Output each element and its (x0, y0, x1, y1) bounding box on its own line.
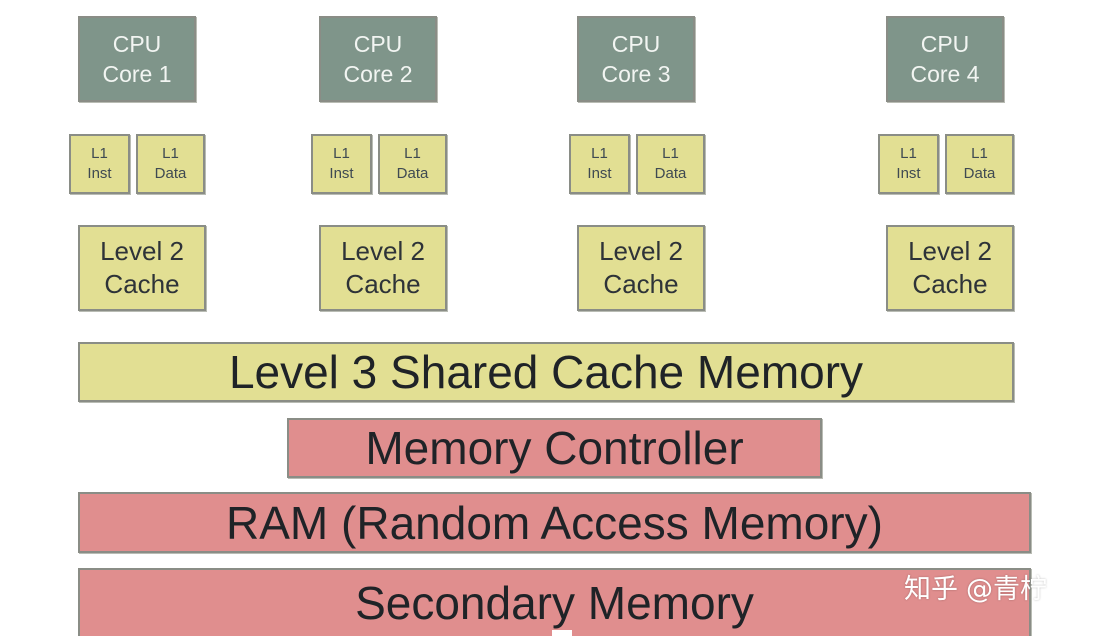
l1-data-cache-1-type: Data (154, 165, 187, 182)
l1-data-cache-2-type: Data (396, 165, 429, 182)
l2-cache-2-level: Level 2 (341, 236, 425, 266)
l1-inst-cache-1-level: L1 (91, 145, 108, 162)
l2-cache-2-label: Cache (345, 269, 421, 299)
watermark: 知乎 @青柠 (904, 566, 1047, 606)
l2-cache-4-label: Cache (912, 269, 988, 299)
cpu-core-4-label: CPU (920, 31, 970, 57)
l2-cache-1: Level 2 Cache (78, 225, 206, 311)
cpu-core-4: CPU Core 4 (886, 16, 1004, 102)
cpu-core-2-label: CPU (353, 31, 403, 57)
cpu-core-4-number: Core 4 (910, 61, 980, 87)
l3-shared-cache: Level 3 Shared Cache Memory (78, 342, 1014, 402)
watermark-platform: 知乎 (904, 573, 958, 605)
l1-inst-cache-4-type: Inst (896, 165, 921, 182)
cpu-core-3-number: Core 3 (601, 61, 671, 87)
secondary-memory-label: Secondary Memory (355, 577, 754, 629)
l1-data-cache-2: L1 Data (378, 134, 447, 194)
l3-shared-cache-label: Level 3 Shared Cache Memory (228, 346, 864, 398)
l2-cache-1-label: Cache (104, 269, 180, 299)
ram-label: RAM (Random Access Memory) (226, 496, 883, 549)
l1-inst-cache-2: L1 Inst (311, 134, 372, 194)
l1-data-cache-4-type: Data (963, 165, 996, 182)
cpu-core-2-number: Core 2 (343, 61, 413, 87)
l1-data-cache-2-level: L1 (404, 145, 421, 162)
ram: RAM (Random Access Memory) (78, 492, 1031, 553)
l2-cache-3: Level 2 Cache (577, 225, 705, 311)
cpu-core-3: CPU Core 3 (577, 16, 695, 102)
l1-inst-cache-2-level: L1 (333, 145, 350, 162)
cpu-core-1: CPU Core 1 (78, 16, 196, 102)
l1-data-cache-4-level: L1 (971, 145, 988, 162)
l1-data-cache-3-type: Data (654, 165, 687, 182)
cpu-core-1-number: Core 1 (102, 61, 172, 87)
l1-inst-cache-1-type: Inst (87, 165, 112, 182)
watermark-author: @青柠 (966, 573, 1047, 605)
l2-cache-1-level: Level 2 (100, 236, 184, 266)
l1-data-cache-1: L1 Data (136, 134, 205, 194)
l2-cache-3-level: Level 2 (599, 236, 683, 266)
l1-data-cache-3-level: L1 (662, 145, 679, 162)
l1-inst-cache-3: L1 Inst (569, 134, 630, 194)
l2-cache-3-label: Cache (603, 269, 679, 299)
l1-inst-cache-4-level: L1 (900, 145, 917, 162)
cpu-core-3-label: CPU (611, 31, 661, 57)
cpu-core-1-label: CPU (112, 31, 162, 57)
memory-controller: Memory Controller (287, 418, 822, 478)
l1-inst-cache-1: L1 Inst (69, 134, 130, 194)
l1-inst-cache-3-type: Inst (587, 165, 612, 182)
l1-inst-cache-2-type: Inst (329, 165, 354, 182)
bottom-notch (552, 630, 572, 636)
l2-cache-4-level: Level 2 (908, 236, 992, 266)
l2-cache-4: Level 2 Cache (886, 225, 1014, 311)
l1-inst-cache-4: L1 Inst (878, 134, 939, 194)
memory-controller-label: Memory Controller (365, 422, 744, 474)
secondary-memory: Secondary Memory (78, 568, 1031, 636)
l2-cache-2: Level 2 Cache (319, 225, 447, 311)
l1-data-cache-4: L1 Data (945, 134, 1014, 194)
l1-data-cache-3: L1 Data (636, 134, 705, 194)
l1-inst-cache-3-level: L1 (591, 145, 608, 162)
l1-data-cache-1-level: L1 (162, 145, 179, 162)
cpu-core-2: CPU Core 2 (319, 16, 437, 102)
